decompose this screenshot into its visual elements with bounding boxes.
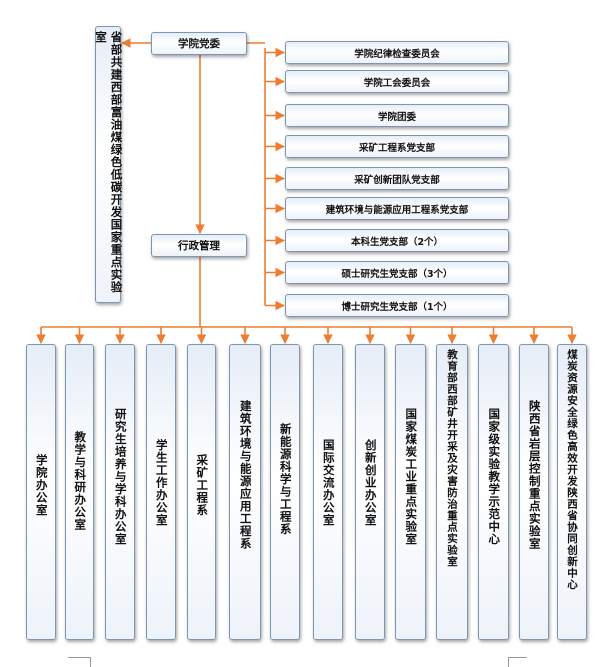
department-label: 陕西省岩层控制重点实验室 <box>527 400 542 550</box>
party-branch-label: 采矿创新团队党支部 <box>354 174 440 186</box>
department-label: 教育部西部矿井开采及灾害防治重点实验室 <box>446 349 458 568</box>
department-box: 新能源科学与工程系 <box>270 344 300 640</box>
party-branch-label: 博士研究生党支部（1个） <box>341 301 453 313</box>
party-branch-label: 学院工会委员会 <box>363 77 431 89</box>
department-box: 采矿工程系 <box>187 344 216 640</box>
party-branch-box: 学院团委 <box>285 104 509 127</box>
party-branch-label: 学院团委 <box>377 111 416 123</box>
party-branch-box: 采矿创新团队党支部 <box>285 167 509 190</box>
party-branch-label: 硕士研究生党支部（3个） <box>341 268 453 280</box>
department-label: 新能源科学与工程系 <box>278 423 293 536</box>
left-lab-label: 省部共建西部富油煤绿色低碳开发国家重点实验室 <box>94 31 124 294</box>
department-box: 陕西省岩层控制重点实验室 <box>519 344 549 640</box>
department-box: 教学与科研办公室 <box>65 344 94 640</box>
department-box: 教育部西部矿井开采及灾害防治重点实验室 <box>436 344 468 640</box>
department-label: 学院办公室 <box>34 454 49 517</box>
department-label: 创新创业办公室 <box>363 439 378 527</box>
department-label: 教学与科研办公室 <box>73 431 88 531</box>
party-branch-box: 硕士研究生党支部（3个） <box>285 261 509 284</box>
department-box: 国际交流办公室 <box>313 344 343 640</box>
party-branch-label: 建筑环境与能源应用工程系党支部 <box>325 204 469 216</box>
department-label: 采矿工程系 <box>195 454 210 517</box>
department-label: 煤炭资源安全绿色高效开发陕西省协同创新中心 <box>566 349 578 591</box>
department-label: 建筑环境与能源应用工程系 <box>238 400 253 550</box>
department-box: 国家级实验教学示范中心 <box>478 344 509 640</box>
corner-mark-left <box>68 657 91 667</box>
department-box: 煤炭资源安全绿色高效开发陕西省协同创新中心 <box>557 344 587 640</box>
party-branch-box: 采矿工程系党支部 <box>285 135 509 158</box>
department-label: 研究生培养与学科办公室 <box>113 408 128 546</box>
party-branch-box: 建筑环境与能源应用工程系党支部 <box>285 197 509 220</box>
party-branch-label: 采矿工程系党支部 <box>358 142 435 154</box>
corner-mark-right <box>508 657 527 667</box>
left-lab-box: 省部共建西部富油煤绿色低碳开发国家重点实验室 <box>94 26 124 303</box>
admin-box: 行政管理 <box>151 234 247 257</box>
department-box: 学生工作办公室 <box>146 344 176 640</box>
department-box: 建筑环境与能源应用工程系 <box>229 344 261 640</box>
department-box: 国家煤炭工业重点实验室 <box>395 344 426 640</box>
department-label: 国家煤炭工业重点实验室 <box>404 408 419 546</box>
party-committee-label: 学院党委 <box>178 38 220 50</box>
department-label: 国际交流办公室 <box>321 439 336 527</box>
admin-label: 行政管理 <box>178 240 220 252</box>
department-box: 创新创业办公室 <box>355 344 385 640</box>
party-branch-box: 学院工会委员会 <box>285 70 509 93</box>
party-branch-box: 本科生党支部（2个） <box>285 229 509 252</box>
party-branch-box: 博士研究生党支部（1个） <box>285 294 509 317</box>
party-branch-label: 本科生党支部（2个） <box>350 236 444 248</box>
department-box: 研究生培养与学科办公室 <box>105 344 135 640</box>
department-label: 国家级实验教学示范中心 <box>487 408 502 546</box>
department-box: 学院办公室 <box>26 344 56 640</box>
party-branch-label: 学院纪律检查委员会 <box>354 48 440 60</box>
department-label: 学生工作办公室 <box>154 439 169 527</box>
party-committee-box: 学院党委 <box>151 32 247 55</box>
party-branch-box: 学院纪律检查委员会 <box>285 41 509 64</box>
